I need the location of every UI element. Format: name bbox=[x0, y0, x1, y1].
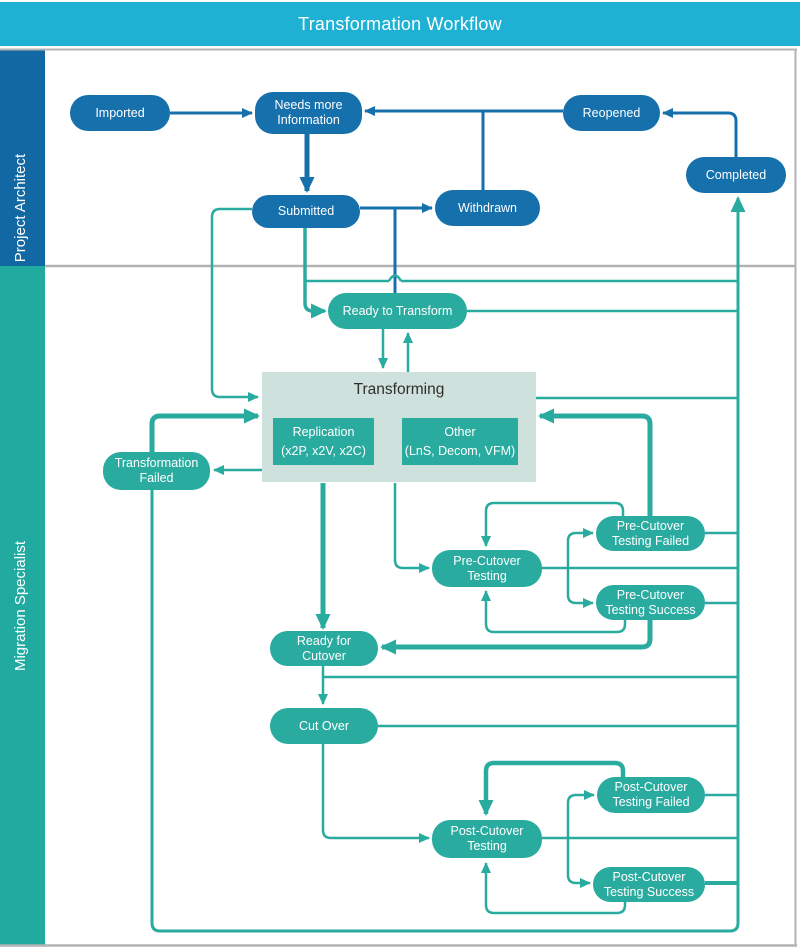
edge-cut-over-to-post-cutover-testing bbox=[321, 744, 430, 843]
node-withdrawn: Withdrawn bbox=[435, 190, 540, 226]
edge-transforming-to-pre-cutover-testing bbox=[393, 483, 430, 573]
node-imported: Imported bbox=[70, 95, 170, 131]
edge-post-failed-loop-to-post-testing bbox=[478, 760, 626, 816]
node-ready-for-cutover: Ready for Cutover bbox=[270, 631, 378, 666]
edge-post-success-loop-to-post-testing bbox=[481, 862, 627, 915]
edge-pre-testing-to-pre-failed bbox=[566, 528, 594, 568]
transforming-method-other: Other (LnS, Decom, VFM) bbox=[402, 418, 518, 465]
edge-pre-testing-to-pre-success bbox=[566, 568, 594, 608]
transforming-method-replication: Replication (x2P, x2V, x2C) bbox=[273, 418, 374, 465]
node-pre-cutover-testing: Pre-Cutover Testing bbox=[432, 550, 542, 587]
method-subtitle: (LnS, Decom, VFM) bbox=[404, 443, 516, 458]
node-post-cutover-testing: Post-Cutover Testing bbox=[432, 820, 542, 858]
edge-pre-success-loop-to-pre-testing bbox=[481, 590, 627, 634]
node-completed: Completed bbox=[686, 157, 786, 193]
lane-project-architect: Project Architect bbox=[0, 50, 45, 266]
node-needs-more-information: Needs more Information bbox=[255, 92, 362, 134]
edge-crossing-hop bbox=[387, 274, 403, 282]
diagram-header: Transformation Workflow bbox=[0, 2, 800, 46]
node-reopened: Reopened bbox=[563, 95, 660, 131]
edge-submitted-to-transforming bbox=[210, 207, 259, 402]
edge-transformation-failed-to-transforming bbox=[149, 408, 260, 452]
node-post-cutover-testing-success: Post-Cutover Testing Success bbox=[593, 867, 705, 902]
node-submitted: Submitted bbox=[252, 195, 360, 228]
lane-migration-specialist: Migration Specialist bbox=[0, 266, 45, 946]
method-title: Replication bbox=[292, 424, 355, 439]
node-pre-cutover-testing-failed: Pre-Cutover Testing Failed bbox=[596, 516, 705, 551]
transforming-title: Transforming bbox=[353, 381, 445, 398]
method-title: Other bbox=[444, 424, 476, 439]
node-cut-over: Cut Over bbox=[270, 708, 378, 744]
edge-post-testing-to-post-failed bbox=[566, 790, 595, 838]
node-ready-to-transform: Ready to Transform bbox=[328, 293, 467, 329]
edge-completed-to-reopened bbox=[662, 108, 738, 157]
transforming-group: Transforming Replication (x2P, x2V, x2C)… bbox=[262, 372, 536, 482]
edge-pre-success-to-ready-for-cutover bbox=[380, 620, 653, 655]
node-transformation-failed: Transformation Failed bbox=[103, 452, 210, 490]
method-subtitle: (x2P, x2V, x2C) bbox=[281, 443, 366, 458]
edge-post-testing-to-post-success bbox=[566, 838, 591, 888]
edge-bus-to-completed bbox=[150, 196, 746, 933]
diagram-title: Transformation Workflow bbox=[298, 13, 502, 34]
node-pre-cutover-testing-success: Pre-Cutover Testing Success bbox=[596, 585, 705, 620]
edge-pre-failed-loop-to-pre-testing bbox=[481, 501, 625, 547]
edge-pre-cutover-failed-to-transforming bbox=[538, 408, 653, 516]
node-post-cutover-testing-failed: Post-Cutover Testing Failed bbox=[597, 777, 705, 813]
edge-submitted-to-ready-to-transform bbox=[303, 228, 327, 319]
frame-borders bbox=[0, 48, 797, 947]
